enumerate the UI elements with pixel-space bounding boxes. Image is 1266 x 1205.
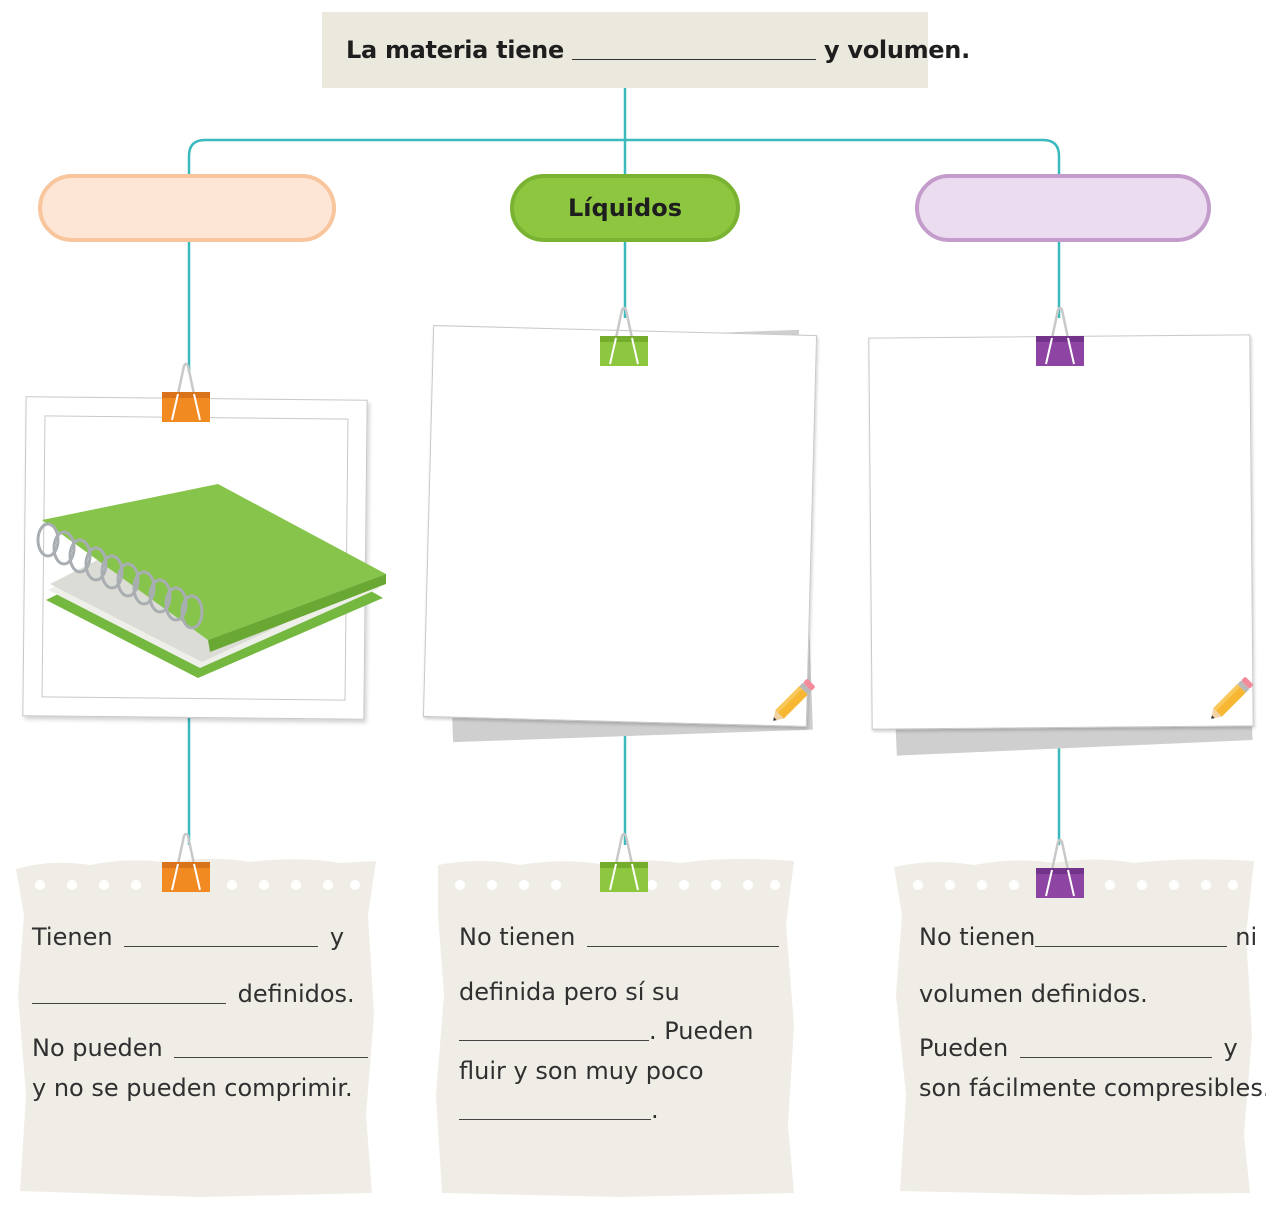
answer-blank[interactable] — [586, 946, 779, 947]
category-liquids[interactable]: Líquidos — [510, 174, 740, 242]
solids-note-line-4: y no se pueden comprimir. — [32, 1076, 353, 1100]
binder-clip-icon — [1036, 306, 1084, 366]
liquids-note-card — [436, 858, 794, 1197]
category-liquids-label: Líquidos — [568, 194, 682, 222]
gases-note-text: y — [1223, 1034, 1238, 1062]
binder-clip-icon — [1036, 838, 1084, 898]
answer-blank[interactable] — [459, 1040, 649, 1041]
title-banner — [322, 12, 928, 88]
solids-note-text: y — [329, 923, 345, 951]
gases-note-text: No tienen — [919, 923, 1036, 951]
category-gases[interactable] — [915, 174, 1211, 242]
answer-blank[interactable] — [459, 1119, 651, 1120]
binder-clip-icon — [600, 832, 648, 892]
binder-clip-icon — [162, 832, 210, 892]
liquids-note-line-5: . — [459, 1098, 659, 1122]
answer-blank[interactable] — [1019, 1057, 1212, 1058]
liquids-note-text: . Pueden — [649, 1017, 754, 1045]
answer-blank[interactable] — [124, 946, 319, 947]
answer-blank[interactable] — [1035, 946, 1228, 947]
liquids-note-line-3: . Pueden — [459, 1019, 754, 1043]
solids-note-text: No pueden — [32, 1034, 163, 1062]
solids-note-text: Tienen — [32, 923, 113, 951]
solids-note-text: definidos. — [237, 980, 355, 1008]
liquids-note-text: definida pero sí su — [459, 978, 680, 1006]
gases-note-text: ni — [1235, 923, 1258, 951]
category-solids[interactable] — [38, 174, 336, 242]
gases-note-line-3: Pueden y — [919, 1036, 1238, 1060]
solids-note-line-3: No pueden — [32, 1034, 369, 1062]
gases-note-text: son fácilmente compresibles. — [919, 1074, 1266, 1102]
answer-blank[interactable] — [174, 1057, 369, 1058]
gases-note-text: volumen definidos. — [919, 980, 1148, 1008]
liquids-note-text: . — [651, 1096, 659, 1124]
solids-note-text: y no se pueden comprimir. — [32, 1074, 353, 1102]
title-blank[interactable] — [571, 59, 816, 60]
gases-note-card — [894, 859, 1254, 1195]
gases-note-line-4: son fácilmente compresibles. — [919, 1076, 1266, 1100]
gases-note-line-2: volumen definidos. — [919, 982, 1148, 1006]
gases-note-text: Pueden — [919, 1034, 1009, 1062]
title-text-before: La materia tiene — [346, 36, 564, 64]
pencil-icon — [773, 679, 815, 721]
liquids-note-line-1: No tienen — [459, 925, 779, 949]
binder-clip-icon — [162, 362, 210, 422]
pencil-icon — [1211, 677, 1253, 719]
liquids-note-text: No tienen — [459, 923, 576, 951]
gases-note-line-1: No tienen ni — [919, 925, 1257, 949]
answer-blank[interactable] — [32, 1003, 226, 1004]
liquids-drawing-paper[interactable] — [422, 325, 818, 727]
liquids-note-line-4: fluir y son muy poco — [459, 1059, 704, 1083]
liquids-note-line-2: definida pero sí su — [459, 980, 680, 1004]
solids-note-line-1: Tienen y — [32, 925, 344, 949]
title-sentence: La materia tiene y volumen. — [346, 36, 970, 64]
solids-note-line-2: definidos. — [32, 982, 355, 1006]
title-text-after: y volumen. — [823, 36, 970, 64]
gases-drawing-paper[interactable] — [868, 334, 1254, 730]
solids-note-card — [16, 858, 376, 1197]
notebook-image — [36, 484, 386, 678]
binder-clip-icon — [600, 306, 648, 366]
liquids-note-text: fluir y son muy poco — [459, 1057, 704, 1085]
